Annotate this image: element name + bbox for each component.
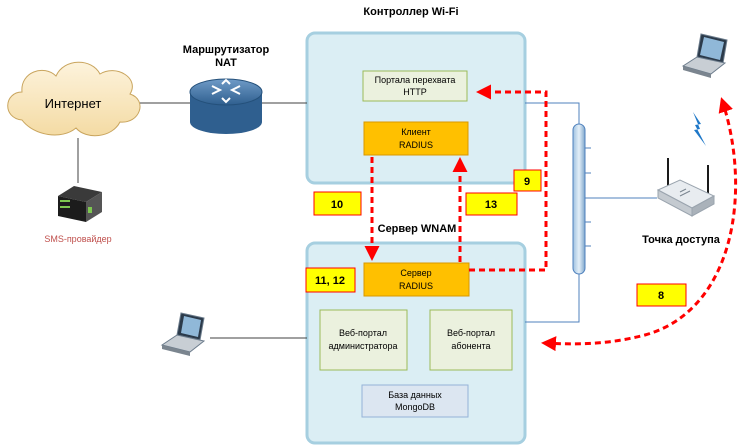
http-portal-box: Портала перехвата HTTP	[362, 70, 468, 102]
admin-portal-label-1: Веб-портал	[339, 328, 387, 338]
radius-server-box: Сервер RADIUS	[363, 262, 470, 297]
step-label-8: 8	[658, 290, 664, 302]
step-label-11-12: 11, 12	[315, 275, 345, 287]
server-icon	[58, 186, 102, 222]
laptop-icon	[681, 33, 728, 78]
mongodb-label-2: MongoDB	[395, 402, 435, 412]
access-point-icon	[656, 158, 716, 217]
router-nat-label: NAT	[215, 57, 237, 69]
step-badge-13: 13	[465, 192, 518, 216]
http-portal-label-1: Портала перехвата	[375, 75, 456, 85]
sms-provider-label: SMS-провайдер	[44, 234, 111, 244]
mongodb-label-1: База данных	[388, 390, 442, 400]
radius-client-label-2: RADIUS	[399, 140, 433, 150]
controller-bus-line	[525, 102, 580, 125]
router-icon	[189, 78, 263, 134]
step-label-9: 9	[524, 176, 530, 188]
subscriber-portal-label-1: Веб-портал	[447, 328, 495, 338]
step-badge-8: 8	[636, 283, 687, 307]
cloud-icon: Интернет	[7, 61, 141, 137]
router-title: Маршрутизатор	[183, 44, 270, 56]
radius-client-label-1: Клиент	[401, 127, 431, 137]
ethernet-bus-icon	[572, 123, 591, 275]
radius-server-label-2: RADIUS	[399, 281, 433, 291]
step-badge-11-12: 11, 12	[305, 267, 356, 293]
mongodb-box: База данных MongoDB	[361, 384, 469, 418]
access-point-title: Точка доступа	[642, 234, 721, 246]
wireless-signal-icon	[693, 112, 706, 146]
internet-label: Интернет	[45, 96, 102, 111]
step-label-10: 10	[331, 199, 343, 211]
admin-portal-box: Веб-портал администратора	[319, 309, 408, 371]
subscriber-portal-label-2: абонента	[451, 341, 490, 351]
laptop-icon	[160, 312, 206, 356]
admin-portal-label-2: администратора	[329, 341, 398, 351]
step-badge-10: 10	[313, 191, 362, 216]
wifi-controller-title: Контроллер Wi-Fi	[363, 6, 458, 18]
wnam-server-title: Сервер WNAM	[378, 223, 457, 235]
arrow-step-8	[541, 97, 738, 352]
step-label-13: 13	[485, 199, 497, 211]
radius-client-box: Клиент RADIUS	[363, 121, 469, 156]
wnam-bus-line	[525, 272, 580, 323]
radius-server-label-1: Сервер	[400, 268, 431, 278]
step-badge-9: 9	[513, 169, 542, 192]
wifi-controller-container	[305, 31, 527, 185]
subscriber-portal-box: Веб-портал абонента	[429, 309, 513, 371]
http-portal-label-2: HTTP	[403, 87, 427, 97]
